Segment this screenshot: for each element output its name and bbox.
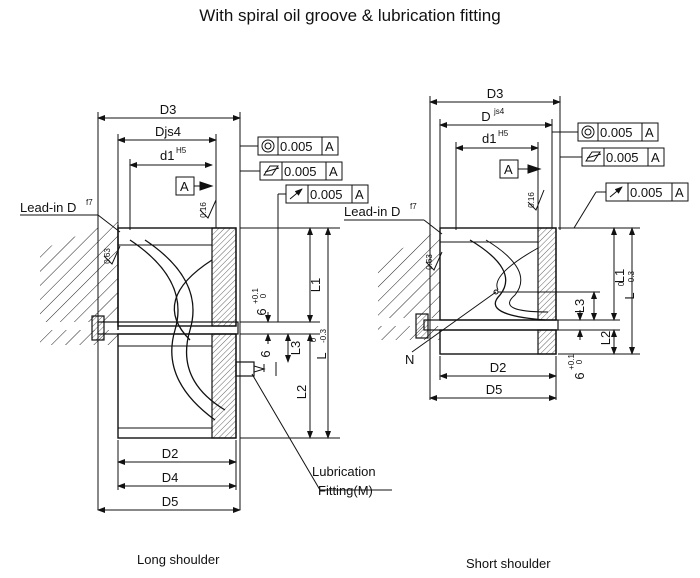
left-drawing-texts: D3 Djs4 d1 H5 D2 D4 D5 L1 L2 L3 6 +0.1 0… (20, 102, 376, 509)
left-housing-hatch (40, 220, 118, 322)
left-six-tol: +0.1 (251, 288, 260, 304)
left-d1-sup: H5 (176, 146, 187, 155)
right-six-tol: +0.1 (567, 354, 576, 370)
right-lead-in-label: Lead-in D (344, 204, 400, 219)
left-lead-in-sup: f7 (86, 198, 93, 207)
right-d-sup: js4 (493, 107, 505, 116)
left-cyl-ref: A (329, 164, 338, 179)
right-d1-label: d1 (482, 131, 496, 146)
left-l3-label: L3 (288, 341, 303, 355)
left-datum-a: A (180, 179, 189, 194)
right-six-tol2: 0 (575, 359, 584, 364)
left-d4-label: D4 (162, 470, 179, 485)
left-runout-value: 0.005 (310, 187, 343, 202)
left-conc-value: 0.005 (280, 139, 313, 154)
page-title: With spiral oil groove & lubrication fit… (199, 6, 501, 25)
left-six-tol2: 0 (259, 293, 268, 298)
caption-long-shoulder: Long shoulder (137, 552, 220, 567)
left-fitting-label: Fitting(M) (318, 483, 373, 498)
right-d1-sup: H5 (498, 129, 509, 138)
right-datum-a: A (504, 162, 513, 177)
left-lead-in-label: Lead-in D (20, 200, 76, 215)
left-l-label: L (314, 352, 329, 359)
left-conc-ref: A (325, 139, 334, 154)
right-flange-screw (415, 313, 429, 339)
left-l2-label: L2 (294, 385, 309, 399)
left-rough-063: 0.63 (103, 248, 112, 264)
left-rough-016: 0.16 (199, 202, 208, 218)
left-l1-label: L1 (308, 278, 323, 292)
left-d1-label: d1 (160, 148, 174, 163)
right-spiral-groove (469, 239, 546, 321)
right-conc-ref: A (645, 125, 654, 140)
right-runout-ref: A (675, 185, 684, 200)
right-l-tol-lo: -0.3 (627, 271, 636, 285)
right-d3-label: D3 (487, 86, 504, 101)
right-l3-label: L3 (572, 299, 587, 313)
right-six-label: 6 (572, 372, 587, 379)
right-l-label: L (622, 292, 637, 299)
right-housing-hatch (378, 230, 440, 318)
left-lubrication-fitting (235, 361, 255, 377)
left-d3-label: D3 (160, 102, 177, 117)
right-cyl-value: 0.005 (606, 150, 639, 165)
right-d2-label: D2 (490, 360, 507, 375)
right-lead-in-sup: f7 (410, 202, 417, 211)
left-d5-label: D5 (162, 494, 179, 509)
left-d2-label: D2 (162, 446, 179, 461)
left-l-tol-up: 0 (309, 337, 318, 342)
right-rough-016: 0.16 (527, 192, 536, 208)
right-cyl-ref: A (651, 150, 660, 165)
left-lubrication-label: Lubrication (312, 464, 376, 479)
left-six-label: 6 (254, 308, 269, 315)
left-spiral-groove (129, 239, 216, 421)
right-l-tol-up: 0 (617, 281, 626, 286)
right-n-label: N (405, 352, 414, 367)
left-drawing (20, 112, 392, 513)
left-runout-ref: A (355, 187, 364, 202)
right-drawing-texts: D3 D js4 d1 H5 D2 D5 N L1 L2 L3 6 +0.1 0… (344, 86, 684, 397)
right-rough-063: 0.63 (425, 254, 434, 270)
right-l1-label: L1 (612, 269, 627, 283)
left-cyl-value: 0.005 (284, 164, 317, 179)
right-d-label: D (481, 109, 490, 124)
right-l2-label: L2 (598, 331, 613, 345)
left-djs4-label: Djs4 (155, 124, 181, 139)
caption-short-shoulder: Short shoulder (466, 556, 551, 571)
left-six-b-label: 6 (258, 350, 273, 357)
right-drawing (344, 96, 689, 401)
left-l-tol-lo: -0.3 (319, 329, 328, 343)
right-conc-value: 0.005 (600, 125, 633, 140)
right-runout-value: 0.005 (630, 185, 663, 200)
right-d5-label: D5 (486, 382, 503, 397)
